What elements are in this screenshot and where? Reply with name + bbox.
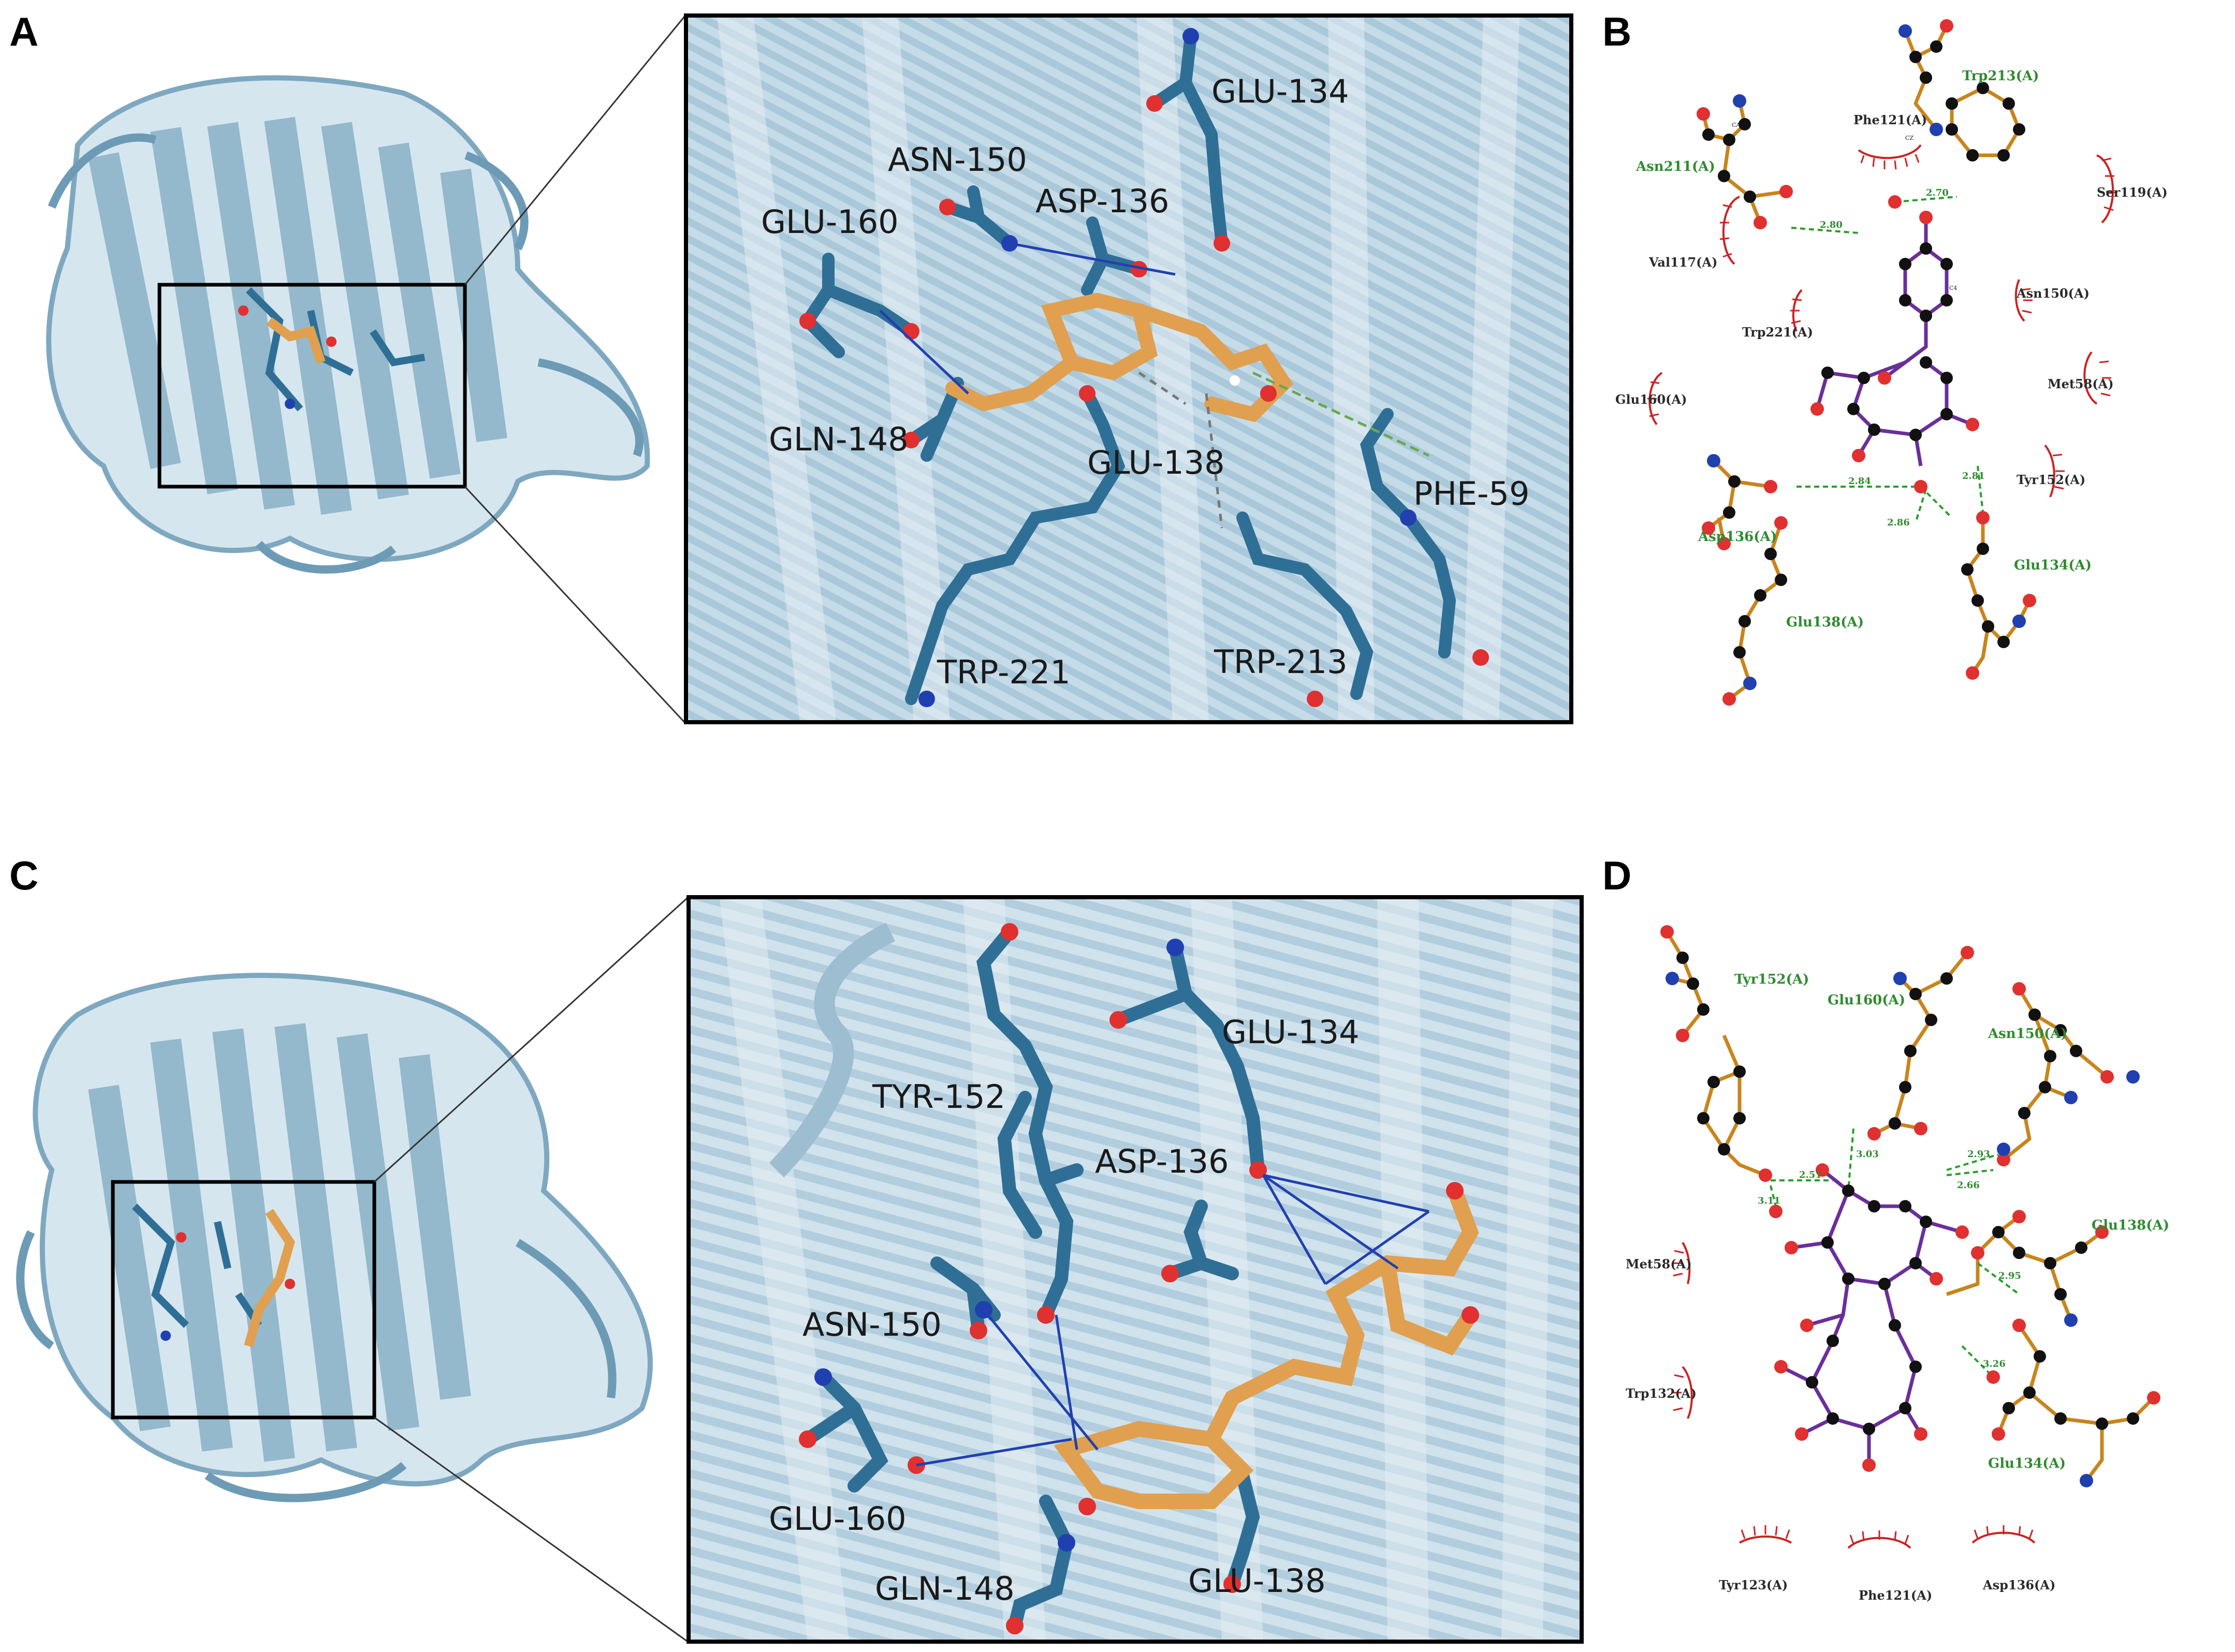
zoom-view-c <box>689 897 1582 1642</box>
residue-label-asp136-a: ASP-136 <box>1035 182 1170 220</box>
lig-b-hp-asn150: Asn150(A) <box>2016 286 2090 301</box>
lig-b-hb-asp136: Asp136(A) <box>1698 529 1777 545</box>
residue-label-glu160-c: GLU-160 <box>769 1500 907 1538</box>
lig-b-dist-5: 2.86 <box>1887 517 1910 528</box>
zoom-box-c <box>111 1180 376 1420</box>
ligplot-b: CA CZ C4 Trp213(A) Asn211(A) Asp136(A) <box>1615 19 2168 706</box>
residue-label-gln148-a: GLN-148 <box>769 420 909 458</box>
zoom-line-c-bottom <box>374 1416 688 1642</box>
lig-d-hp-trp132: Trp132(A) <box>1626 1386 1697 1401</box>
zoom-box-a <box>157 283 467 489</box>
lig-b-hp-phe121: Phe121(A) <box>1853 112 1927 127</box>
residue-label-glu134-a: GLU-134 <box>1211 72 1349 110</box>
protein-overview-c <box>16 973 653 1502</box>
lig-d-hp-met58: Met58(A) <box>1626 1256 1692 1271</box>
lig-d-dist-1: 3.03 <box>1856 1149 1879 1160</box>
lig-d-dist-3: 3.11 <box>1758 1195 1780 1206</box>
lig-b-hb-glu134: Glu134(A) <box>2014 558 2092 573</box>
ligplot-d: Tyr152(A) Glu160(A) Asn150(A) Glu138(A) … <box>1626 925 2169 1603</box>
lig-b-dist-4: 2.81 <box>1962 471 1985 481</box>
panel-label-d: D <box>1602 853 1631 898</box>
zoom-frame-c <box>686 895 1584 1644</box>
residue-label-tyr152-c: TYR-152 <box>872 1078 1005 1116</box>
residue-label-asn150-c: ASN-150 <box>802 1306 942 1343</box>
panel-label-c: C <box>9 853 38 898</box>
residue-label-asn150-a: ASN-150 <box>888 141 1027 179</box>
svg-text:CA: CA <box>1732 122 1741 128</box>
lig-d-hb-asn150: Asn150(A) <box>1988 1026 2067 1042</box>
zoom-line-a-top <box>464 16 685 285</box>
lig-b-hp-tyr152: Tyr152(A) <box>2017 472 2085 487</box>
residue-label-glu138-c: GLU-138 <box>1188 1562 1326 1600</box>
lig-b-hp-val117: Val117(A) <box>1648 255 1718 270</box>
lig-d-dist-5: 2.66 <box>1957 1180 1980 1191</box>
lig-b-hp-met58: Met58(A) <box>2048 376 2114 391</box>
lig-d-dist-6: 2.95 <box>1998 1270 2021 1281</box>
lig-d-hb-glu134: Glu134(A) <box>1988 1456 2066 1471</box>
lig-d-dist-2: 2.51 <box>1799 1169 1822 1180</box>
lig-b-hp-glu160: Glu160(A) <box>1615 392 1687 407</box>
lig-d-dist-7: 3.26 <box>1983 1358 2006 1369</box>
lig-d-hb-tyr152: Tyr152(A) <box>1734 972 1809 987</box>
svg-text:C4: C4 <box>1949 285 1957 291</box>
panel-label-b: B <box>1602 9 1631 54</box>
lig-b-dist-1: 2.70 <box>1926 187 1949 198</box>
lig-b-hb-glu138: Glu138(A) <box>1786 615 1864 630</box>
lig-d-hb-glu138: Glu138(A) <box>2092 1218 2169 1233</box>
lig-b-dist-2: 2.80 <box>1820 220 1843 230</box>
lig-d-hp-phe121: Phe121(A) <box>1859 1588 1932 1603</box>
protein-overview-a <box>46 75 650 574</box>
panel-label-a: A <box>9 9 38 54</box>
residue-label-asp136-c: ASP-136 <box>1095 1143 1229 1180</box>
lig-b-hp-ser119: Ser119(A) <box>2097 185 2168 200</box>
lig-b-hp-trp221: Trp221(A) <box>1742 325 1813 340</box>
residue-label-trp221-a: TRP-221 <box>937 653 1071 691</box>
zoom-line-c-top <box>373 897 688 1183</box>
zoom-view-a <box>686 16 1571 722</box>
residue-label-gln148-c: GLN-148 <box>875 1570 1015 1607</box>
lig-d-dist-4: 2.93 <box>1967 1149 1990 1160</box>
residue-label-phe59-a: PHE-59 <box>1413 475 1529 513</box>
lig-b-dist-3: 2.84 <box>1848 476 1871 487</box>
lig-d-hb-glu160: Glu160(A) <box>1828 992 1905 1008</box>
lig-b-hb-asn211: Asn211(A) <box>1635 159 1715 174</box>
lig-d-hp-asp136: Asp136(A) <box>1982 1577 2055 1592</box>
svg-text:CZ: CZ <box>1905 135 1913 141</box>
residue-label-glu138-a: GLU-138 <box>1087 444 1225 481</box>
lig-b-hb-trp213: Trp213(A) <box>1962 68 2039 84</box>
lig-d-hp-tyr123: Tyr123(A) <box>1719 1577 1788 1592</box>
residue-label-glu134-c: GLU-134 <box>1222 1013 1360 1051</box>
zoom-line-a-bottom <box>464 486 685 723</box>
zoom-frame-a <box>684 13 1573 724</box>
residue-label-trp213-a: TRP-213 <box>1214 643 1348 681</box>
residue-label-glu160-a: GLU-160 <box>761 203 899 241</box>
